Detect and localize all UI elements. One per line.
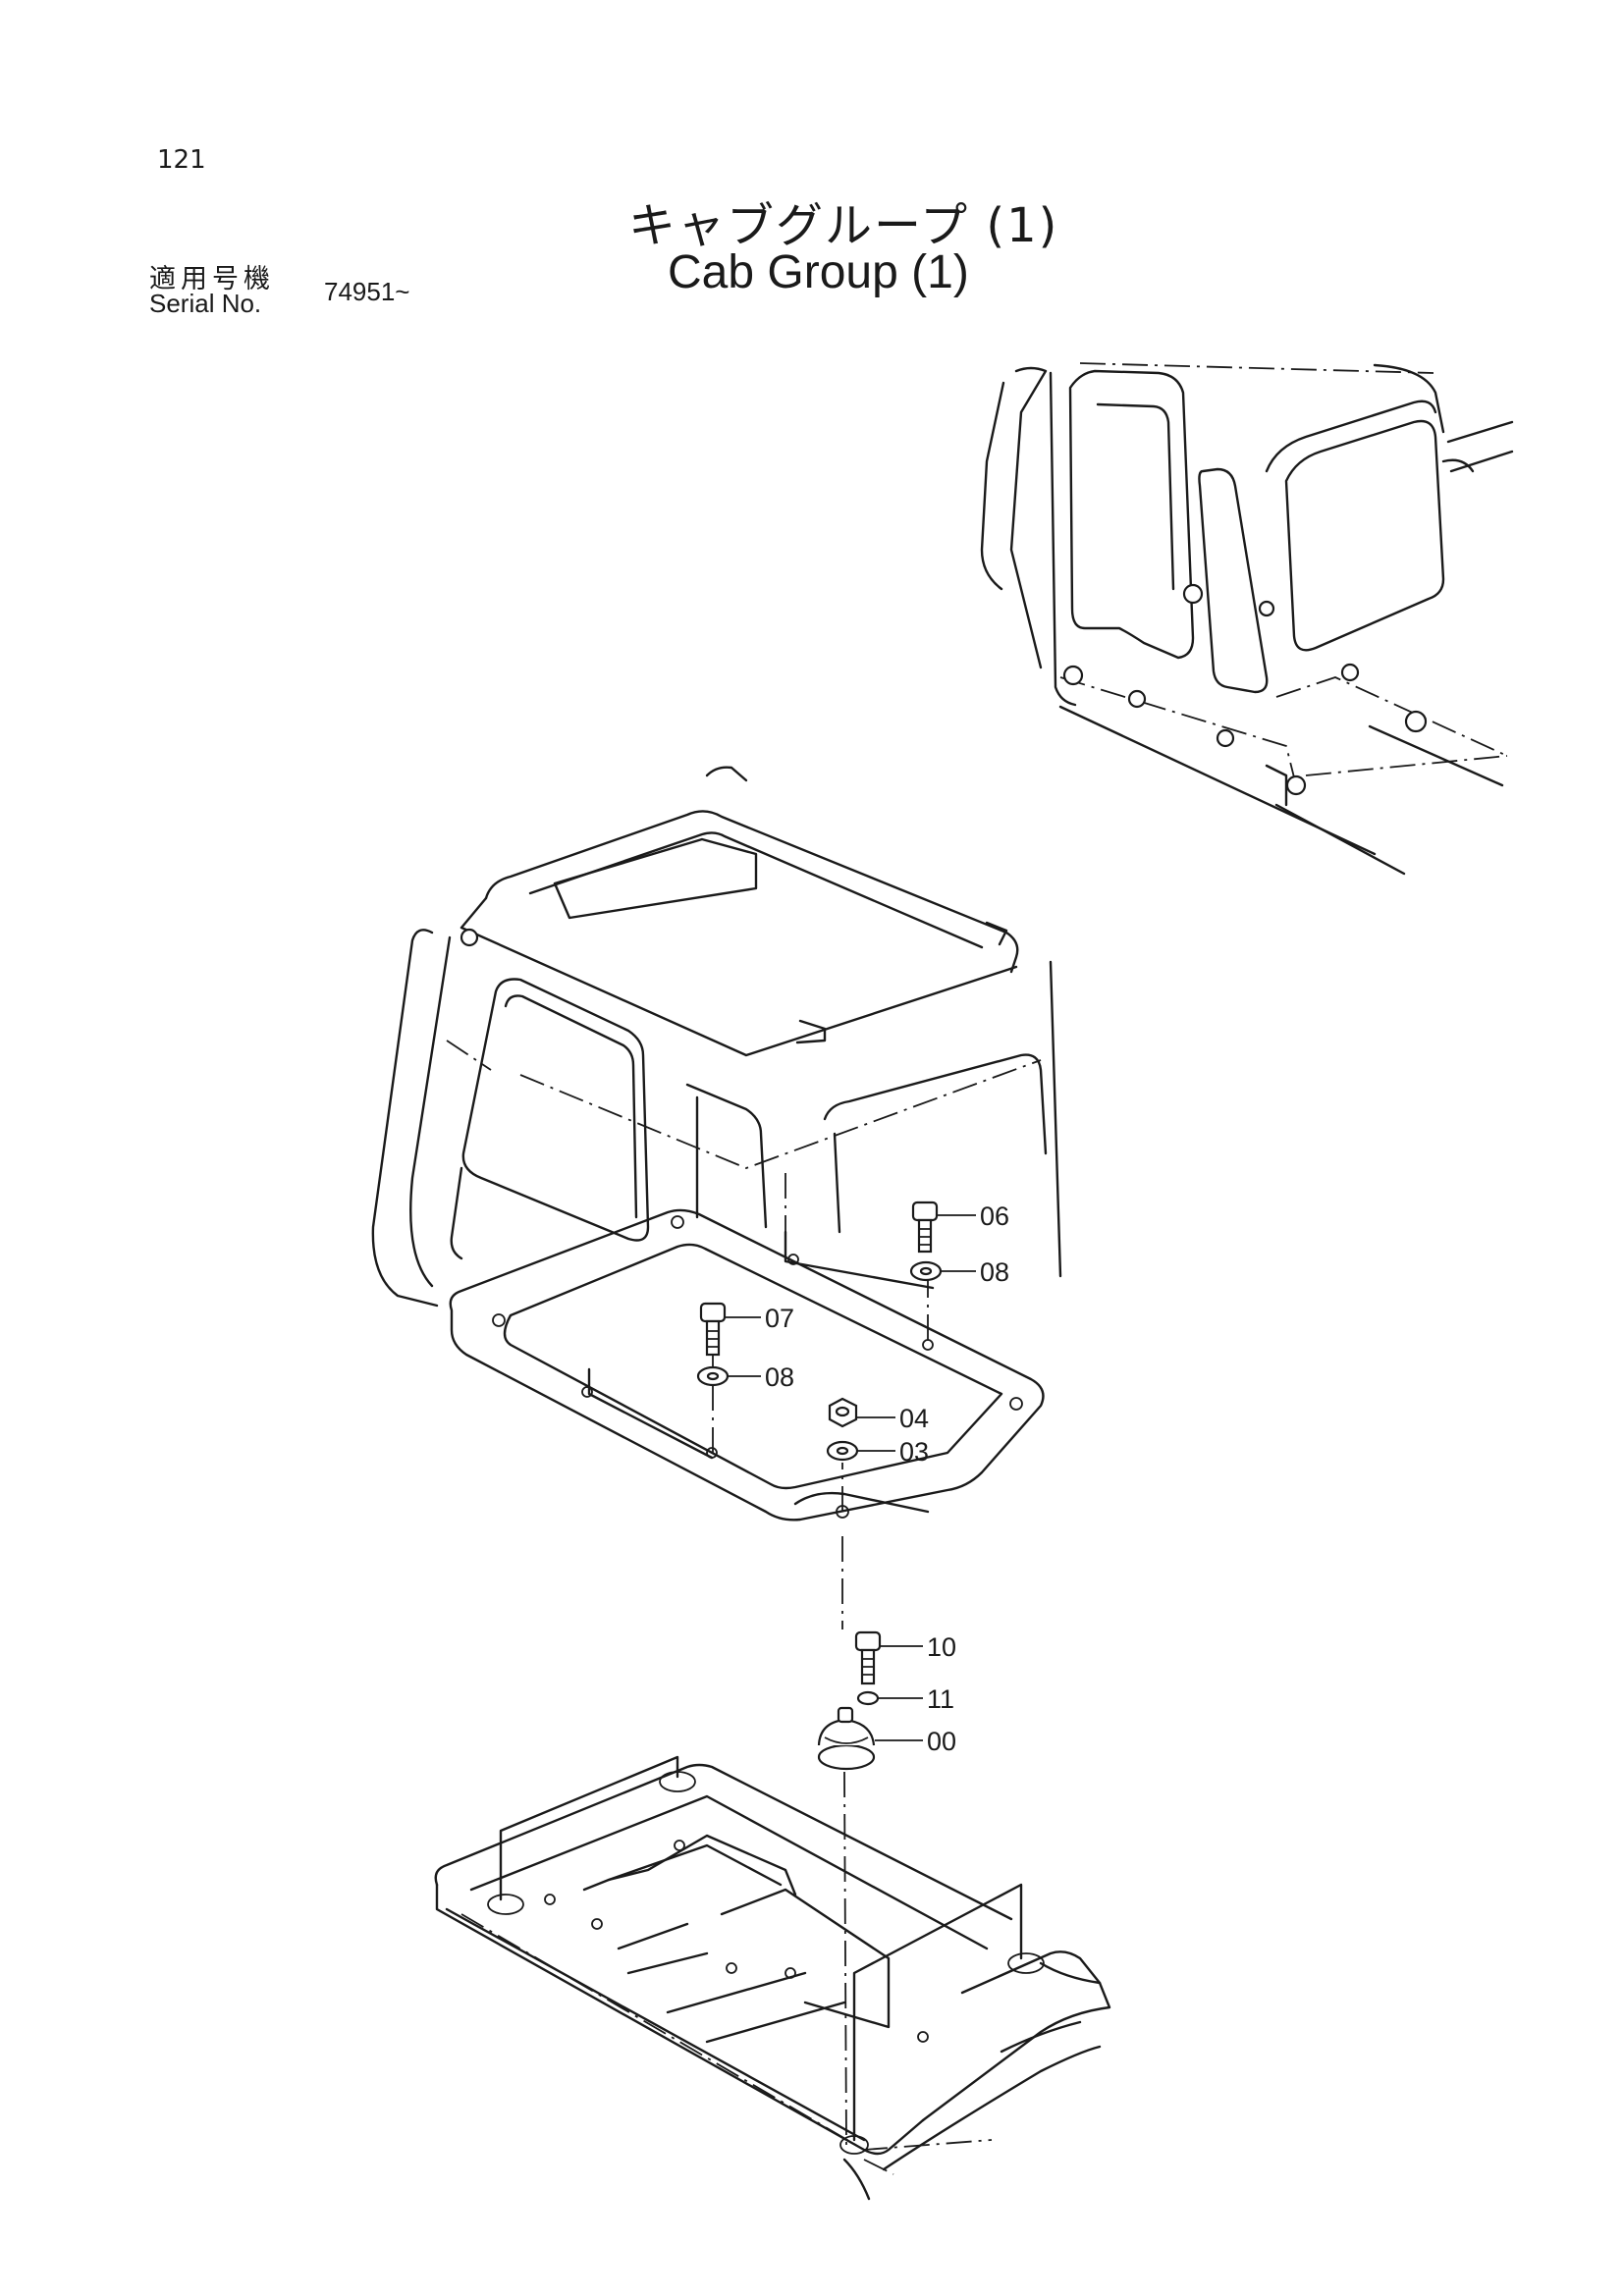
callouts: 06 08 07 08 04 03 10 11 00 (726, 1201, 1009, 1756)
hardware-parts (696, 1201, 943, 1771)
callout-08-upper: 08 (980, 1257, 1009, 1287)
callout-03: 03 (899, 1437, 929, 1467)
callout-07: 07 (765, 1304, 794, 1333)
serial-label-japanese: 適用号機 (149, 264, 275, 294)
inset-cab-assembly (980, 362, 1514, 876)
callout-04: 04 (899, 1404, 929, 1433)
serial-label-english: Serial No. (149, 289, 262, 318)
title-japanese: キャブグループ (1) (628, 198, 1059, 253)
callout-08-lower: 08 (765, 1362, 794, 1392)
callout-11: 11 (927, 1684, 954, 1714)
callout-10: 10 (927, 1632, 956, 1662)
title-english: Cab Group (1) (668, 246, 969, 298)
main-cab-body (371, 766, 1062, 1522)
callout-00: 00 (927, 1727, 956, 1756)
serial-number: 74951~ (324, 277, 410, 306)
lower-frame (434, 1755, 1111, 2201)
callout-06: 06 (980, 1201, 1009, 1231)
page-number: 121 (157, 145, 206, 175)
